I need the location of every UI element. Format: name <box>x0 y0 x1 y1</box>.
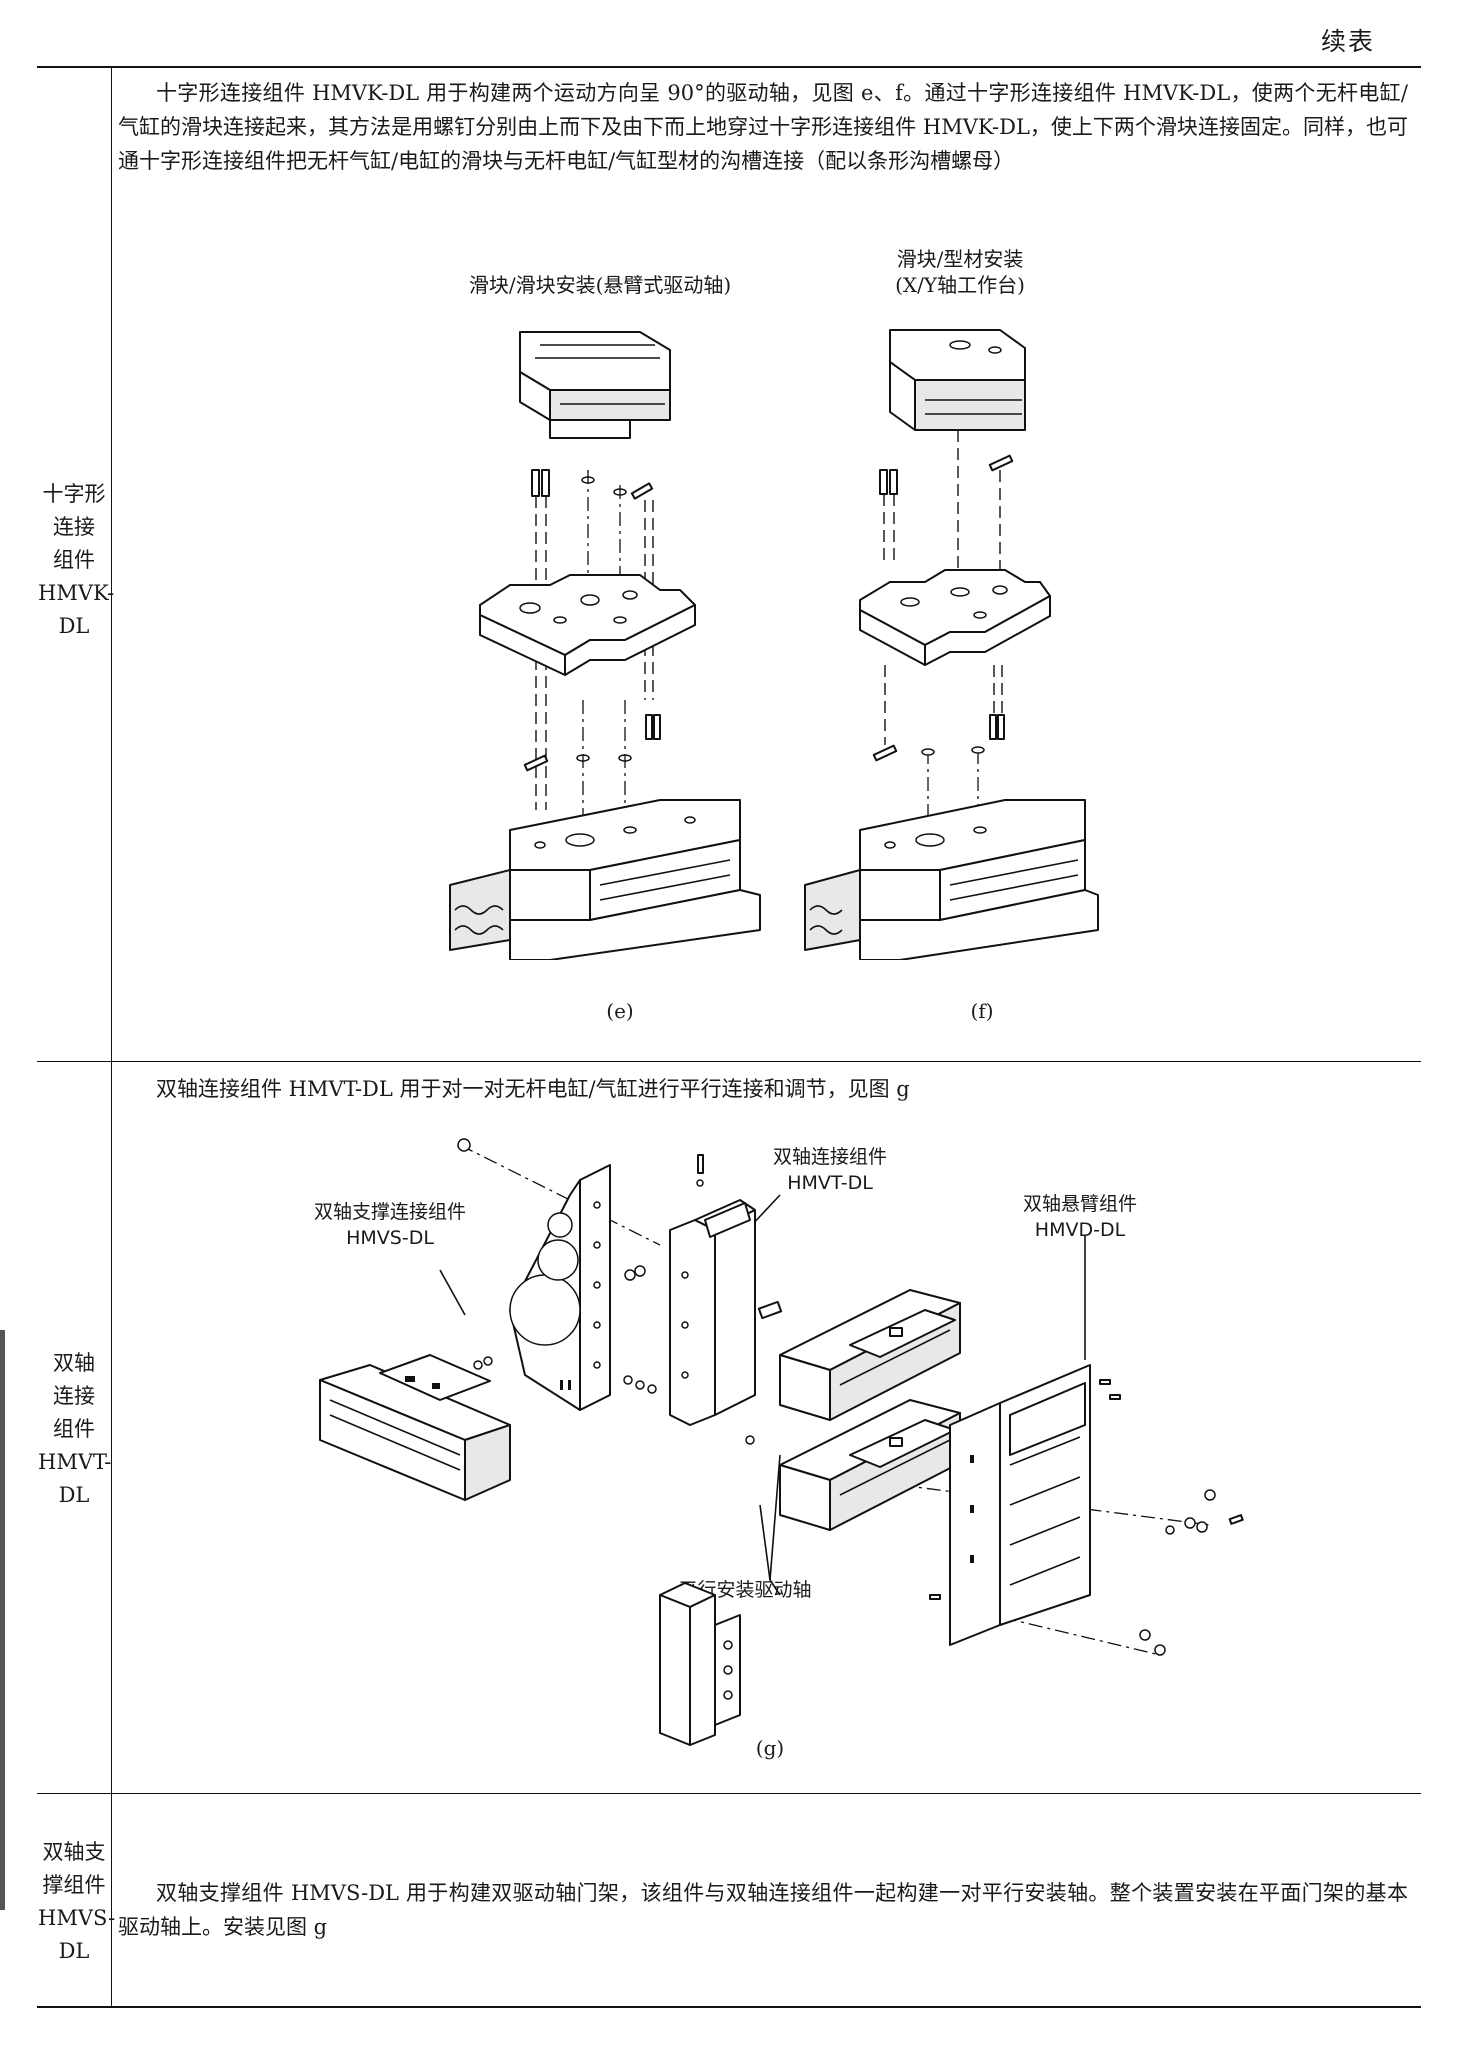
hmvs-description: 双轴支撑组件 HMVS-DL 用于构建双驱动轴门架，该组件与双轴连接组件一起构建… <box>118 1881 1408 1939</box>
hmvk-description: 十字形连接组件 HMVK-DL 用于构建两个运动方向呈 90°的驱动轴，见图 e… <box>118 81 1408 173</box>
row-label-hmvs: 双轴支 撑组件 HMVS- DL <box>38 1840 116 1963</box>
callout-hmvd-1: 双轴悬臂组件 <box>1022 1193 1137 1215</box>
row-label-hmvt: 双轴 连接 组件 HMVT- DL <box>38 1351 112 1507</box>
callout-hmvs-2: HMVS-DL <box>346 1227 434 1249</box>
callout-hmvt-2: HMVT-DL <box>787 1172 873 1194</box>
callout-hmvs-1: 双轴支撑连接组件 <box>313 1201 466 1223</box>
page-edge-bar <box>0 1330 5 1910</box>
row-label-hmvk: 十字形 连接 组件 HMVK- DL <box>38 482 115 638</box>
hmvt-description: 双轴连接组件 HMVT-DL 用于对一对无杆电缸/气缸进行平行连接和调节，见图 … <box>156 1077 910 1101</box>
row-divider-1 <box>37 1061 1421 1062</box>
row-divider-2 <box>37 1793 1421 1794</box>
callout-hmvt-1: 双轴连接组件 <box>772 1146 887 1168</box>
fig-e-title: 滑块/滑块安装(悬臂式驱动轴) <box>468 273 732 297</box>
fig-g-label: (g) <box>755 1736 785 1760</box>
column-divider <box>111 66 112 2006</box>
figure-g-drawing <box>319 1138 1244 1746</box>
fig-f-title-line2: (X/Y轴工作台) <box>895 273 1025 297</box>
table-top-rule <box>37 66 1421 68</box>
continued-table-title: 续表 <box>1320 27 1375 56</box>
figure-f-drawing <box>804 329 1099 960</box>
table-bottom-rule <box>37 2006 1421 2008</box>
figure-e-drawing <box>449 331 761 960</box>
fig-e-label: (e) <box>606 999 634 1023</box>
fig-f-label: (f) <box>970 999 994 1023</box>
fig-f-title-line1: 滑块/型材安装 <box>896 247 1024 271</box>
callout-hmvd-2: HMVD-DL <box>1034 1219 1126 1241</box>
